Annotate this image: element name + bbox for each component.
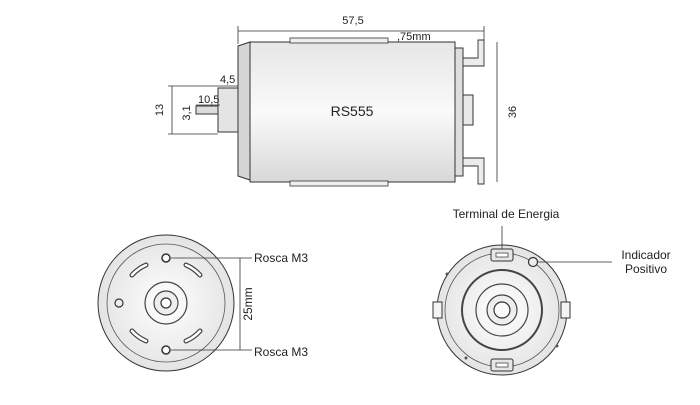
side-view: 57,5 ,75mm 36 4,5 10,5 3,1 13 RS555: [154, 15, 519, 187]
front-inner-ring: [106, 243, 226, 363]
indicator-label-line2: Positivo: [625, 262, 667, 276]
rear-hub-ring-2: [475, 283, 529, 337]
rivet: [445, 272, 449, 276]
rear-boss: [462, 94, 474, 126]
rear-tab-left: [432, 301, 443, 319]
shaft-height-label: 13: [154, 104, 166, 116]
front-hub-outer: [144, 281, 188, 325]
model-label: RS555: [331, 103, 374, 119]
hole-bottom-label: Rosca M3: [254, 345, 308, 359]
mount-hole-top: [161, 253, 171, 263]
dimension-length: [237, 26, 485, 44]
boss-length-label: 4,5: [220, 74, 235, 86]
terminal-top: [462, 39, 485, 67]
motor-can-body: [249, 41, 456, 183]
can-top-ridge: [289, 37, 389, 44]
vent-hole: [114, 298, 124, 308]
dimension-shaft-height: [168, 86, 218, 135]
vent-slot-inner: [130, 329, 148, 343]
rivet: [555, 344, 559, 348]
dimension-hole-spacing: [171, 257, 252, 351]
front-shaft: [160, 297, 172, 309]
terminal-label: Terminal de Energia: [453, 207, 560, 221]
hole-top-label: Rosca M3: [254, 251, 308, 265]
can-end-cap-right: [454, 47, 464, 177]
indicator-label-line1: Indicador: [621, 248, 670, 262]
shaft-diameter-label: 3,1: [181, 105, 193, 120]
shaft-length-label: 10,5: [198, 94, 219, 106]
motor-boss: [217, 87, 239, 133]
vent-slot-inner: [130, 263, 148, 277]
rear-view: Terminal de Energia Indicador Positivo: [432, 207, 671, 376]
positive-indicator: [527, 256, 539, 268]
height-label: 36: [507, 106, 519, 118]
hole-spacing-label: 25mm: [241, 287, 255, 320]
rear-hub-ring-1: [461, 269, 543, 351]
can-bottom-ridge: [289, 180, 389, 187]
length-label: 57,5: [342, 15, 363, 27]
rivet: [464, 356, 468, 360]
can-note-label: ,75mm: [397, 31, 431, 43]
vent-slot-inner: [184, 329, 202, 343]
power-terminal-bottom-slot: [495, 362, 509, 368]
front-view: 25mm Rosca M3 Rosca M3: [97, 234, 308, 372]
rear-bearing: [493, 301, 511, 319]
power-terminal-top-slot: [495, 252, 509, 258]
can-end-cap-left: [237, 41, 251, 181]
motor-shaft: [195, 105, 221, 115]
rear-tab-right: [560, 301, 571, 319]
mount-hole-bottom: [161, 345, 171, 355]
vent-slot-inner: [184, 263, 202, 277]
terminal-bottom: [462, 157, 485, 185]
